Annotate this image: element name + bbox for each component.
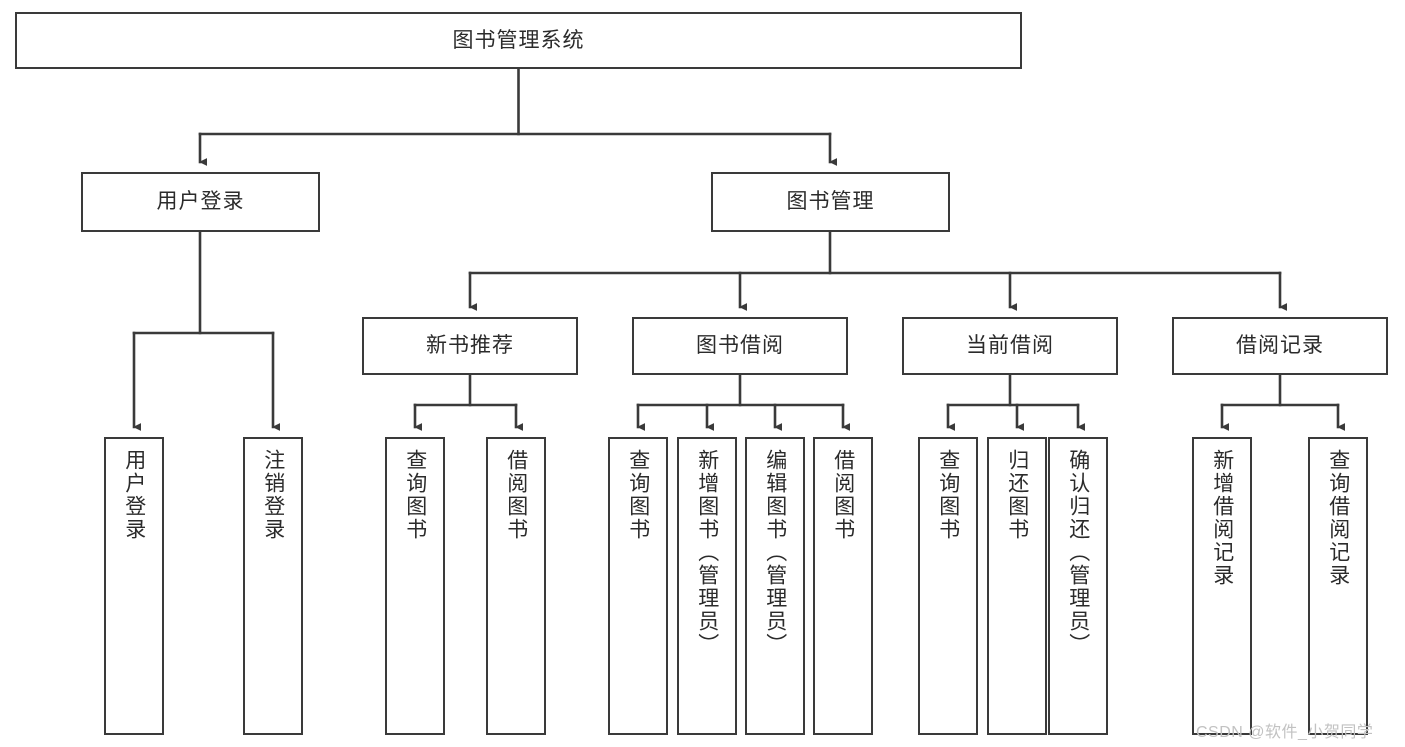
- node-leaf-query-book-current-label: 查询图书: [936, 449, 960, 541]
- node-leaf-query-book-borrow[interactable]: 查询图书: [608, 437, 668, 735]
- node-leaf-confirm-return-admin-label: 确认归还（管理员）: [1066, 449, 1090, 656]
- node-user-login-label: 用户登录: [156, 190, 245, 214]
- node-leaf-user-login-label: 用户登录: [122, 449, 146, 541]
- node-leaf-query-borrow-record-label: 查询借阅记录: [1326, 449, 1350, 587]
- node-leaf-borrow-book-label: 借阅图书: [831, 449, 855, 541]
- node-borrow-record[interactable]: 借阅记录: [1172, 317, 1388, 375]
- node-book-management-label: 图书管理: [786, 190, 875, 214]
- node-leaf-query-book-new-label: 查询图书: [403, 449, 427, 541]
- node-new-book-recommend-label: 新书推荐: [426, 334, 514, 358]
- node-book-borrow-label: 图书借阅: [696, 334, 784, 358]
- node-leaf-borrow-book-new[interactable]: 借阅图书: [486, 437, 546, 735]
- node-leaf-query-borrow-record[interactable]: 查询借阅记录: [1308, 437, 1368, 735]
- node-leaf-query-book-current[interactable]: 查询图书: [918, 437, 978, 735]
- node-leaf-add-book-admin[interactable]: 新增图书（管理员）: [677, 437, 737, 735]
- node-leaf-logout-label: 注销登录: [261, 449, 285, 541]
- node-leaf-add-book-admin-label: 新增图书（管理员）: [695, 449, 719, 656]
- node-root[interactable]: 图书管理系统: [15, 12, 1022, 69]
- node-current-borrow[interactable]: 当前借阅: [902, 317, 1118, 375]
- csdn-watermark: CSDN @软件_小贺同学: [1196, 724, 1374, 741]
- node-leaf-logout[interactable]: 注销登录: [243, 437, 303, 735]
- node-leaf-return-book[interactable]: 归还图书: [987, 437, 1047, 735]
- node-leaf-add-borrow-record-label: 新增借阅记录: [1210, 449, 1234, 587]
- node-leaf-borrow-book-new-label: 借阅图书: [504, 449, 528, 541]
- node-user-login[interactable]: 用户登录: [81, 172, 320, 232]
- node-leaf-edit-book-admin[interactable]: 编辑图书（管理员）: [745, 437, 805, 735]
- node-new-book-recommend[interactable]: 新书推荐: [362, 317, 578, 375]
- node-book-borrow[interactable]: 图书借阅: [632, 317, 848, 375]
- node-leaf-edit-book-admin-label: 编辑图书（管理员）: [763, 449, 787, 656]
- node-leaf-query-book-new[interactable]: 查询图书: [385, 437, 445, 735]
- node-leaf-confirm-return-admin[interactable]: 确认归还（管理员）: [1048, 437, 1108, 735]
- node-leaf-return-book-label: 归还图书: [1005, 449, 1029, 541]
- node-book-management[interactable]: 图书管理: [711, 172, 950, 232]
- node-leaf-user-login[interactable]: 用户登录: [104, 437, 164, 735]
- node-leaf-borrow-book[interactable]: 借阅图书: [813, 437, 873, 735]
- node-leaf-query-book-borrow-label: 查询图书: [626, 449, 650, 541]
- node-borrow-record-label: 借阅记录: [1236, 334, 1324, 358]
- node-leaf-add-borrow-record[interactable]: 新增借阅记录: [1192, 437, 1252, 735]
- node-current-borrow-label: 当前借阅: [966, 334, 1054, 358]
- node-root-label: 图书管理系统: [452, 28, 585, 52]
